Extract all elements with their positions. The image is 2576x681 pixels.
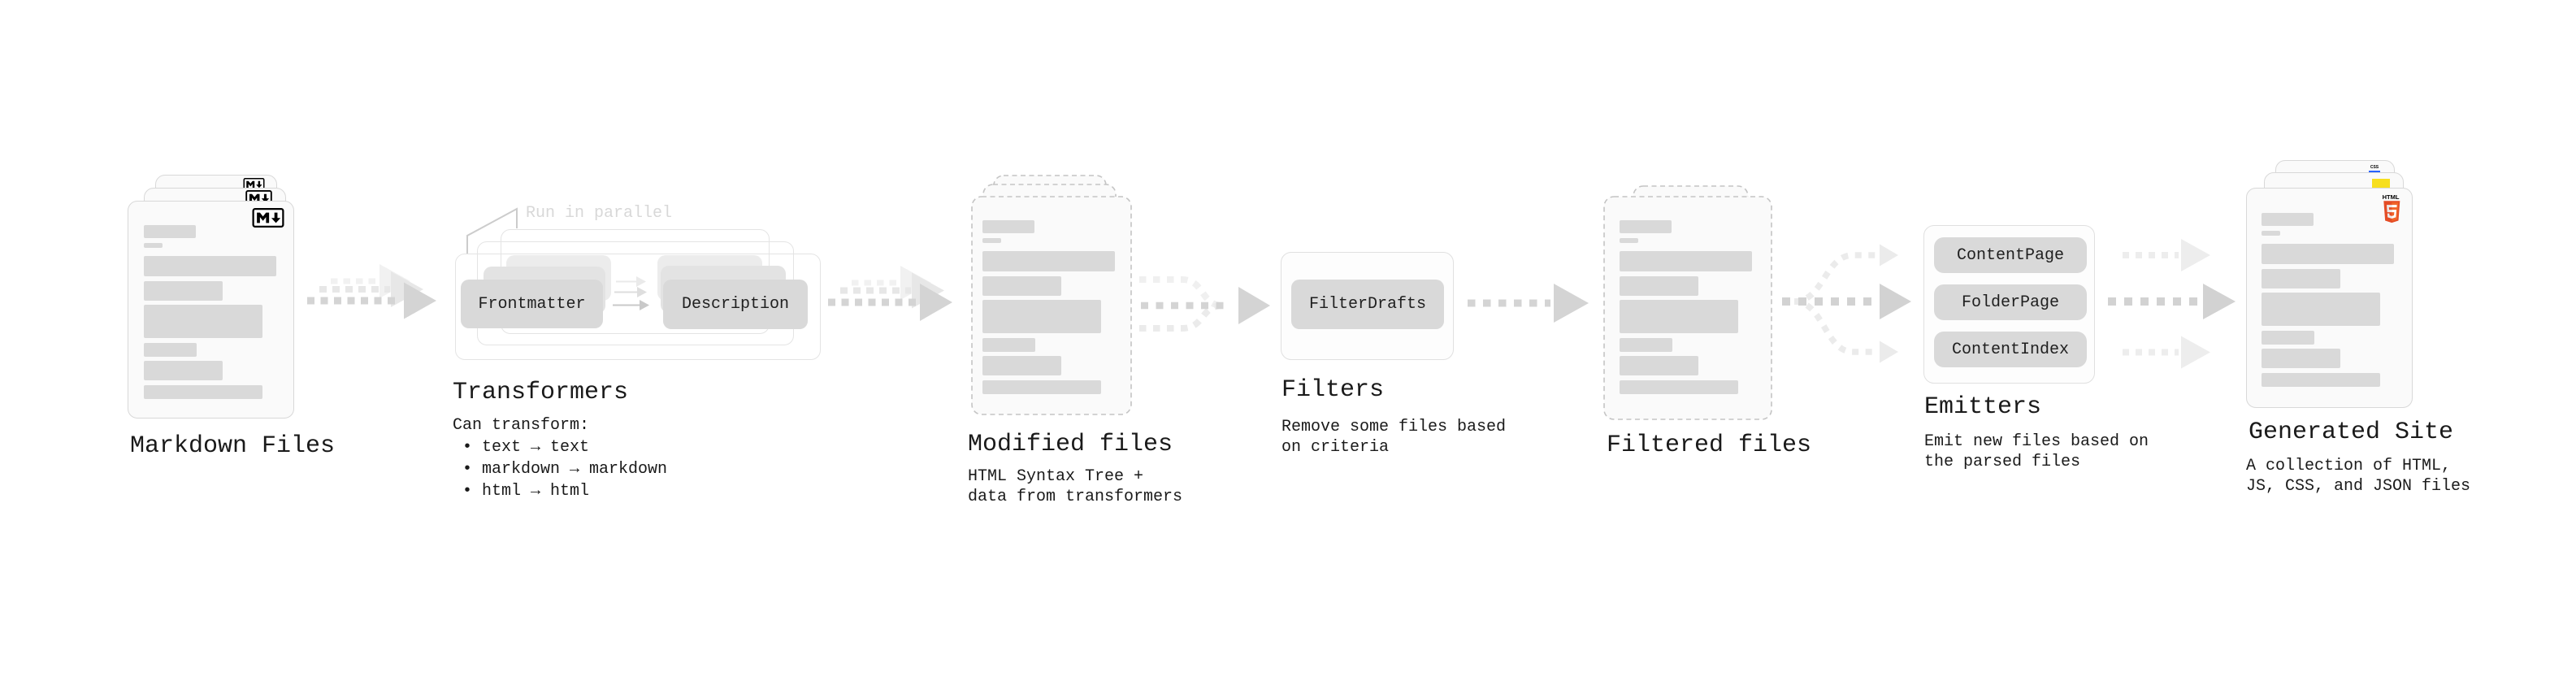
svg-text:HTML: HTML [2383, 193, 2400, 201]
